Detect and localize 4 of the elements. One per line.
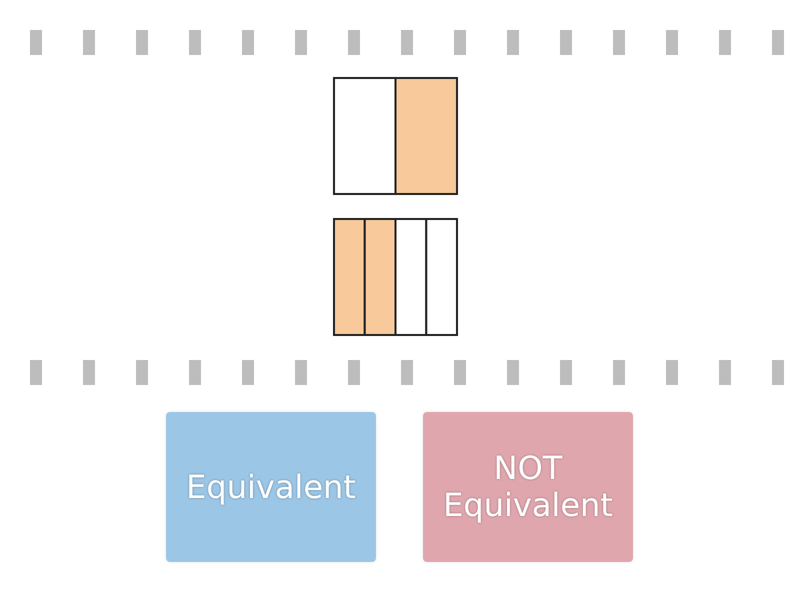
answer-card: [423, 412, 633, 562]
answer-card: [166, 412, 376, 562]
answer-label: NOT Equivalent: [442, 450, 614, 524]
answer-label: Equivalent: [186, 468, 356, 506]
